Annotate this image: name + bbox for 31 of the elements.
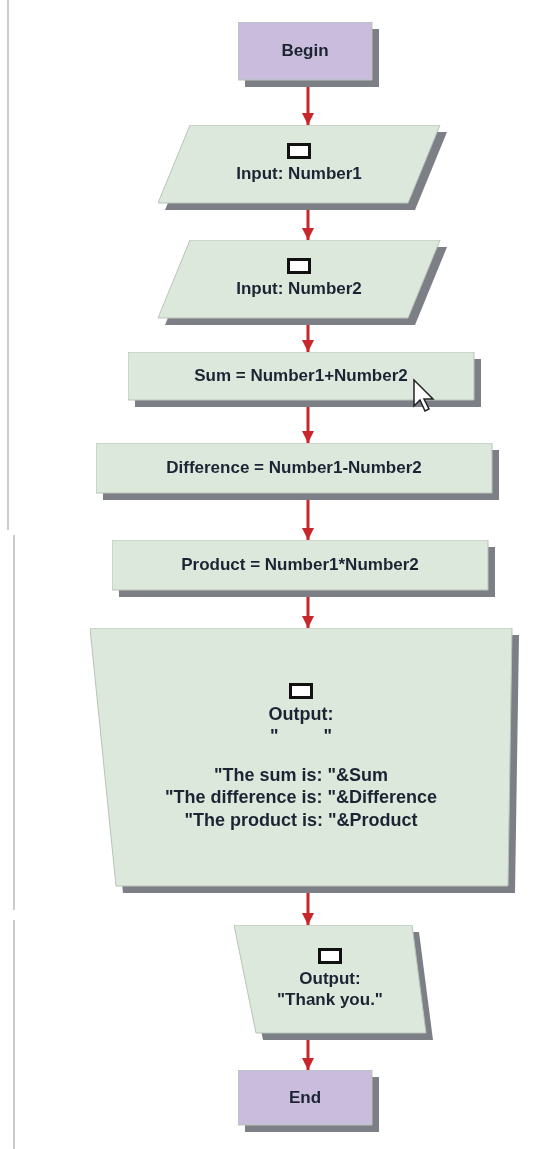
arrow	[302, 1040, 314, 1070]
io-parallelogram	[234, 925, 433, 1040]
arrow	[302, 597, 314, 628]
node-text: Sum = Number1+Number2	[194, 365, 408, 387]
process-box	[128, 352, 481, 407]
io-parallelogram	[90, 628, 519, 893]
node-text: Input: Number2	[236, 278, 362, 300]
arrow	[302, 893, 314, 925]
arrow	[302, 500, 314, 540]
process-box	[112, 540, 495, 597]
node-text: Output:	[268, 702, 334, 726]
node-text: "Thank you."	[277, 989, 383, 1011]
node-text: Begin	[281, 40, 329, 62]
node-text: Difference = Number1-Number2	[166, 457, 422, 479]
node-text: " "	[269, 725, 333, 748]
io-parallelogram	[158, 125, 447, 210]
io-parallelogram	[158, 240, 447, 325]
arrow	[302, 210, 314, 240]
node-text: End	[288, 1086, 322, 1109]
terminal-box	[238, 22, 379, 87]
node-text: "The difference is: "&Difference	[164, 786, 438, 809]
node-text: Product = Number1*Number2	[181, 554, 419, 576]
node-text: Input: Number1	[236, 163, 362, 185]
node-text: "The sum is: "&Sum	[213, 763, 389, 787]
arrow	[302, 325, 314, 352]
node-text: "The product is: "&Product	[184, 808, 418, 832]
terminal-box	[238, 1070, 379, 1132]
arrow	[302, 87, 314, 125]
process-box	[96, 443, 499, 500]
arrow	[302, 407, 314, 443]
node-text: Output:	[299, 967, 361, 989]
